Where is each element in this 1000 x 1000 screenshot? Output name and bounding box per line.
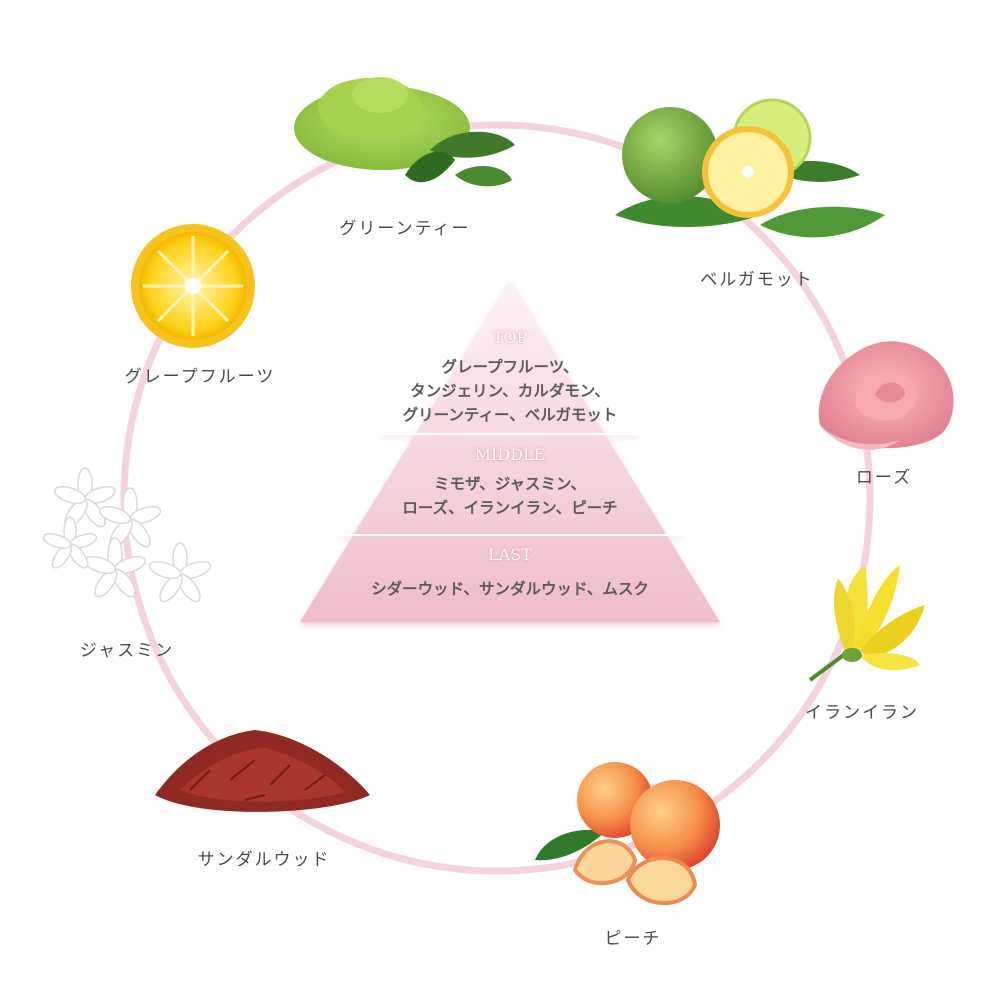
- ylang-ylang-flower-icon: [808, 565, 925, 682]
- top-notes-line: グレープフルーツ、: [441, 358, 579, 376]
- top-notes-line: グリーンティー、ベルガモット: [402, 406, 618, 424]
- last-notes-line: シダーウッド、サンダルウッド、ムスク: [371, 580, 649, 598]
- label-ylang-ylang: イランイラン: [805, 703, 919, 723]
- grapefruit-slice-icon: [131, 224, 255, 348]
- middle-notes-list: ミモザ、ジャスミン、 ローズ、イランイラン、ピーチ: [402, 472, 617, 520]
- jasmine-flowers-icon: [42, 467, 212, 603]
- last-notes-title: LAST: [488, 545, 532, 564]
- top-notes-line: タンジェリン、カルダモン、: [410, 382, 610, 400]
- middle-notes-line: ミモザ、ジャスミン、: [433, 475, 587, 493]
- label-sandalwood: サンダルウッド: [197, 850, 331, 870]
- top-notes-title: TOP: [492, 328, 528, 347]
- top-notes-list: グレープフルーツ、 タンジェリン、カルダモン、 グリーンティー、ベルガモット: [403, 355, 618, 427]
- label-bergamot: ベルガモット: [700, 270, 814, 290]
- label-grapefruit: グレープフルーツ: [124, 367, 276, 387]
- middle-notes-line: ローズ、イランイラン、ピーチ: [402, 499, 618, 517]
- middle-notes-title: MIDDLE: [474, 445, 546, 464]
- label-peach: ピーチ: [604, 929, 662, 949]
- last-notes-list: シダーウッド、サンダルウッド、ムスク: [371, 577, 649, 601]
- bergamot-icon: [615, 98, 885, 238]
- rose-icon: [818, 341, 954, 450]
- label-rose: ローズ: [855, 468, 913, 488]
- sandalwood-chips-icon: [155, 730, 370, 812]
- green-tea-powder-icon: [294, 77, 515, 187]
- notes-pyramid: [300, 280, 720, 622]
- peach-icon: [535, 762, 720, 906]
- label-green-tea: グリーンティー: [339, 219, 471, 239]
- label-jasmine: ジャスミン: [79, 641, 175, 661]
